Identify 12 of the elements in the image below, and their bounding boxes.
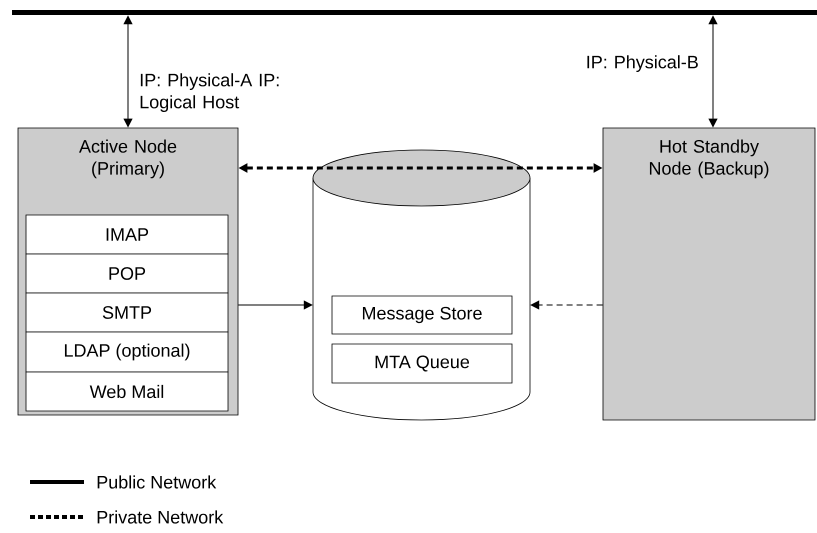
component-box: Web Mail xyxy=(26,372,228,412)
component-box: MTA Queue xyxy=(332,344,512,384)
component-box: LDAP (optional) xyxy=(26,332,228,372)
legend-label: Public Network xyxy=(98,475,216,489)
component-box: IMAP xyxy=(26,214,228,254)
server-box: Hot Standby Node (Backup) xyxy=(602,128,816,420)
component-box: Message Store xyxy=(332,296,512,334)
edge-label: IP: Physical-B xyxy=(587,55,698,72)
edge-label: IP: Physical-A IP: Logical Host xyxy=(140,73,279,112)
component-box: SMTP xyxy=(26,292,228,332)
component-box: POP xyxy=(26,254,228,294)
legend-label: Private Network xyxy=(98,510,224,524)
